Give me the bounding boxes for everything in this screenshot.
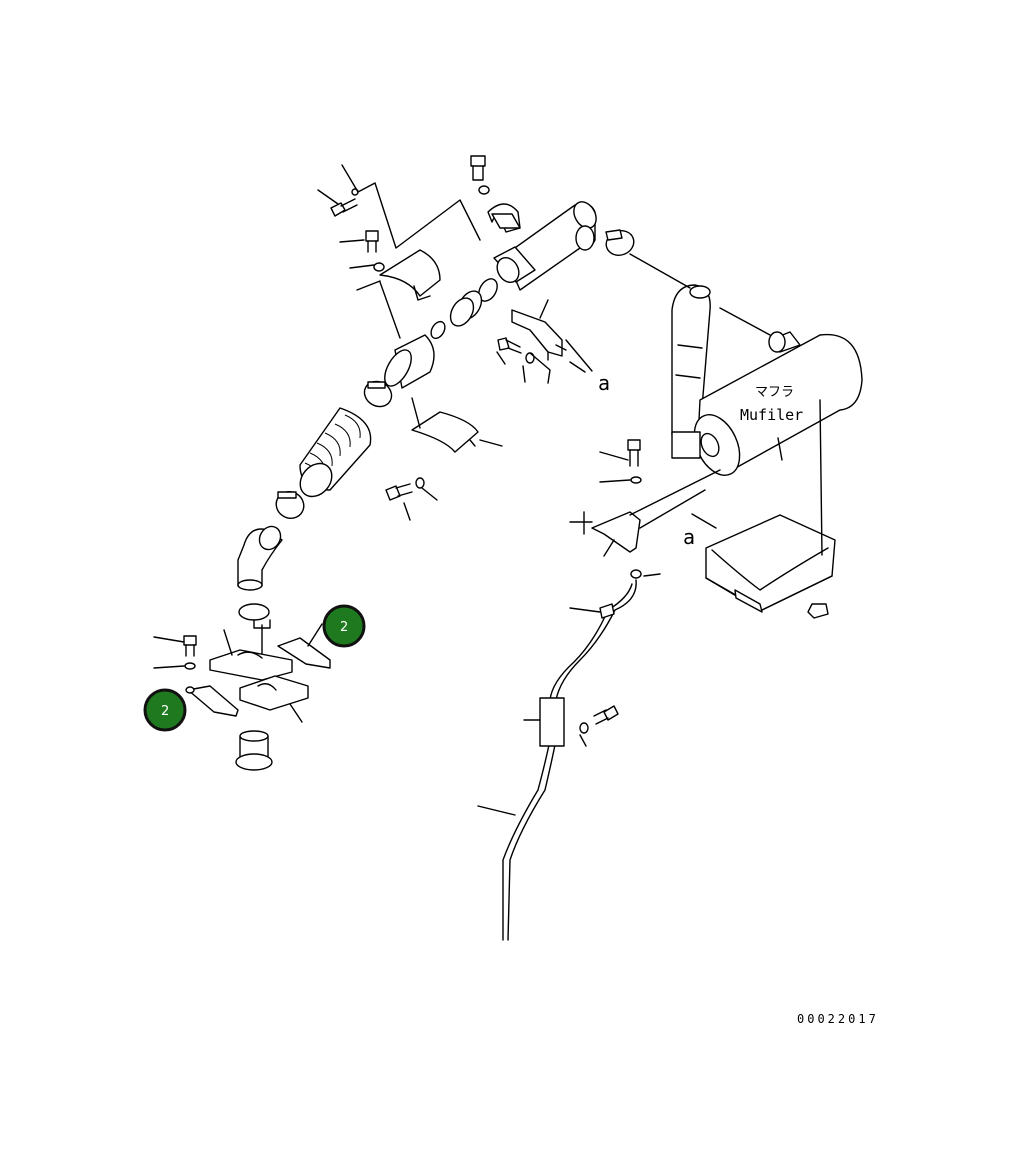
muffler-bracket: a [683, 399, 836, 619]
exhaust-pipe-assembly [237, 155, 597, 591]
callout-badge-2-upper[interactable]: 2 [322, 604, 366, 648]
reference-a-top: a [598, 371, 610, 395]
reference-a-bottom: a [683, 525, 695, 549]
callout-badge-2-upper-text: 2 [340, 620, 348, 635]
muffler-label-en: Mufiler [740, 406, 803, 424]
callout-badge-2-lower[interactable]: 2 [143, 688, 187, 732]
muffler: マフラ Mufiler [605, 229, 863, 476]
callout-badge-2-lower-text: 2 [161, 704, 169, 719]
mount-plates [153, 603, 331, 771]
drawing-number: 00022017 [797, 1012, 879, 1026]
stay-and-tube [477, 439, 721, 941]
muffler-label-jp: マフラ [755, 385, 794, 400]
